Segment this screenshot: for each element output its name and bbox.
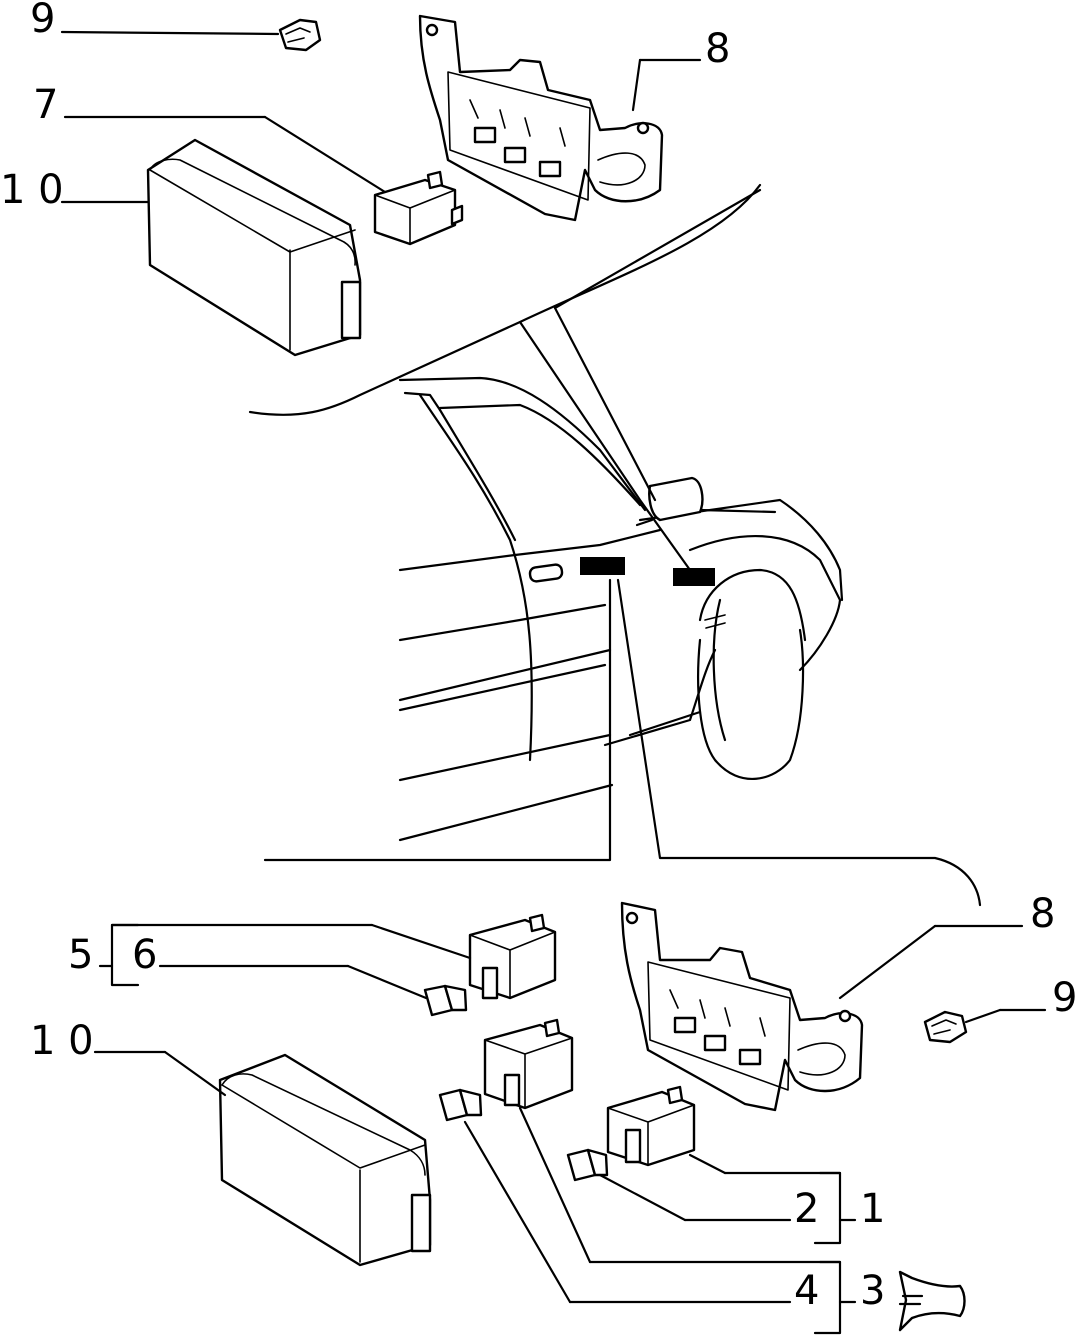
fuse-location-marker (673, 568, 715, 586)
horn-icon (898, 1270, 966, 1332)
bracket-part-top (418, 14, 664, 222)
callout-label: 5 (68, 932, 93, 978)
callout-label: 8 (705, 26, 730, 72)
clip-part-top (278, 18, 322, 52)
fuse-part-6 (423, 984, 468, 1017)
callout-label: 8 (1030, 891, 1055, 937)
car-front-left-view (248, 183, 982, 907)
callout-label: 9 (30, 0, 55, 42)
bracket-part-mid (620, 901, 864, 1112)
callout-label: 7 (33, 82, 58, 128)
relay-part-1 (606, 1085, 696, 1167)
callout-label: 9 (1052, 975, 1077, 1021)
fuse-location-marker (580, 557, 625, 575)
callout-label: 6 (132, 932, 157, 978)
callout-label: 1 (860, 1186, 885, 1232)
fuse-part-2 (566, 1148, 609, 1182)
callout-label: 1 0 (0, 167, 64, 213)
fuse-cover-part-top (146, 138, 362, 357)
relay-part-3 (483, 1018, 574, 1110)
relay-part-5 (468, 913, 557, 1000)
callout-label: 3 (860, 1268, 885, 1314)
callout-label: 2 (794, 1186, 819, 1232)
relay-part-top (373, 170, 464, 246)
callout-label: 4 (794, 1268, 819, 1314)
callout-label: 1 0 (30, 1018, 94, 1064)
clip-part-mid (923, 1010, 968, 1044)
fuse-cover-part-bottom (218, 1053, 432, 1267)
fuse-part-4 (438, 1088, 483, 1122)
